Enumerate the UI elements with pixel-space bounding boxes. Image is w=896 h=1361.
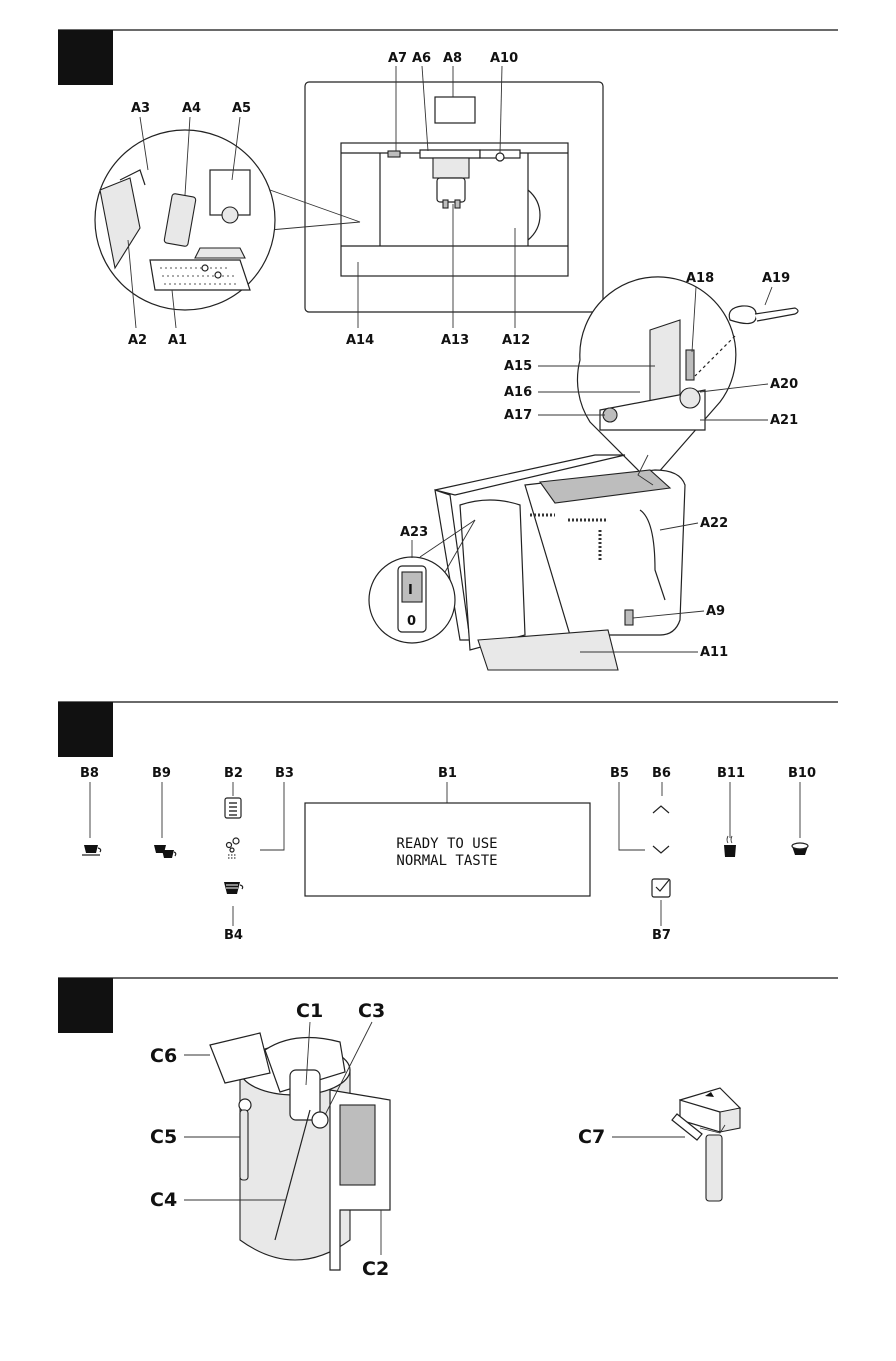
label-a9: A9 — [706, 604, 725, 619]
milk-container — [209, 1032, 391, 1271]
label-b10: B10 — [788, 766, 816, 781]
label-c3: C3 — [358, 1000, 385, 1022]
label-b3: B3 — [275, 766, 294, 781]
down-arrow-button[interactable] — [652, 845, 670, 854]
label-c4: C4 — [150, 1189, 177, 1211]
label-c1: C1 — [296, 1000, 323, 1022]
label-a12: A12 — [502, 333, 530, 348]
section-c: C1 C3 C6 C5 C4 C2 C7 — [58, 977, 838, 1280]
label-c7: C7 — [578, 1126, 605, 1148]
detail-circle-left — [94, 129, 276, 311]
long-coffee-button[interactable] — [224, 882, 244, 894]
top-grid — [539, 469, 672, 504]
coffee-spout — [436, 177, 466, 203]
machine-front-view — [269, 81, 604, 313]
label-b11: B11 — [717, 766, 745, 781]
section-b: B8 B9 B2 B3 B1 B5 B6 B11 B10 — [58, 701, 838, 943]
label-a6: A6 — [412, 51, 431, 66]
label-a22: A22 — [700, 516, 728, 531]
section-c-marker — [58, 978, 113, 1033]
aroma-button[interactable] — [225, 837, 240, 859]
section-a: A7 A6 A8 A10 A3 A4 A5 A2 A1 A14 A13 A12 — [58, 29, 838, 671]
triangle-icon — [705, 1092, 714, 1097]
ok-button[interactable] — [651, 878, 671, 898]
label-a3: A3 — [131, 101, 150, 116]
display-window — [434, 96, 476, 124]
label-a17: A17 — [504, 408, 532, 423]
label-a10: A10 — [490, 51, 518, 66]
switch-on-symbol: I — [408, 583, 413, 598]
label-b4: B4 — [224, 928, 243, 943]
label-c2: C2 — [362, 1258, 389, 1280]
cappuccino-button[interactable] — [791, 842, 809, 855]
label-a7: A7 — [388, 51, 407, 66]
label-b9: B9 — [152, 766, 171, 781]
label-b8: B8 — [80, 766, 99, 781]
drip-tray-part — [163, 193, 197, 247]
label-c6: C6 — [150, 1045, 177, 1067]
display-line-2: NORMAL TASTE — [396, 853, 497, 869]
label-a8: A8 — [443, 51, 462, 66]
label-a2: A2 — [128, 333, 147, 348]
hot-water-nozzle-icon — [495, 152, 505, 162]
label-b6: B6 — [652, 766, 671, 781]
label-a1: A1 — [168, 333, 187, 348]
label-a11: A11 — [700, 645, 728, 660]
hot-water-nozzle — [671, 1087, 742, 1202]
label-a23: A23 — [400, 525, 428, 540]
espresso-button[interactable] — [82, 845, 102, 856]
cup-light-icon — [387, 150, 401, 158]
label-a20: A20 — [770, 377, 798, 392]
labels-upper: A7 A6 A8 A10 A3 A4 A5 A2 A1 A14 A13 A12 — [127, 51, 530, 348]
lcd-display: READY TO USE NORMAL TASTE — [304, 802, 591, 897]
label-a19: A19 — [762, 271, 790, 286]
label-a4: A4 — [182, 101, 201, 116]
drip-tray — [477, 629, 619, 671]
label-a5: A5 — [232, 101, 251, 116]
label-b7: B7 — [652, 928, 671, 943]
section-a-marker — [58, 30, 113, 85]
switch-off-symbol: 0 — [407, 614, 416, 629]
hot-milk-button[interactable] — [724, 835, 736, 857]
label-a16: A16 — [504, 385, 532, 400]
label-b1: B1 — [438, 766, 457, 781]
label-b5: B5 — [610, 766, 629, 781]
scoop-icon — [728, 305, 757, 325]
machine-side-view: I 0 A23 A22 A9 A11 — [368, 454, 728, 671]
double-espresso-button[interactable] — [154, 845, 177, 858]
label-b2: B2 — [224, 766, 243, 781]
section-b-marker — [58, 702, 113, 757]
label-a15: A15 — [504, 359, 532, 374]
menu-button[interactable] — [224, 797, 242, 819]
detail-circle-right: A18 A19 A15 A16 A17 A20 A21 — [504, 271, 799, 483]
up-arrow-button[interactable] — [652, 805, 670, 814]
grind-knob — [602, 407, 618, 423]
label-a18: A18 — [686, 271, 714, 286]
label-a21: A21 — [770, 413, 798, 428]
display-line-1: READY TO USE — [396, 836, 497, 852]
label-c5: C5 — [150, 1126, 177, 1148]
label-a13: A13 — [441, 333, 469, 348]
label-a14: A14 — [346, 333, 374, 348]
